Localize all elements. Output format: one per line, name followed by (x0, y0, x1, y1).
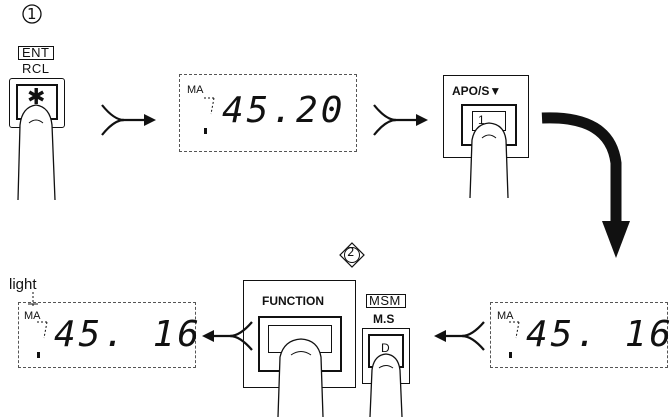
rcl-label: RCL (22, 61, 50, 76)
pressing-finger-icon (365, 350, 407, 417)
curved-down-arrow-icon (538, 103, 638, 261)
pressing-finger-icon (12, 95, 62, 200)
light-indicator-icon (26, 292, 40, 308)
step-1-number: 1 (27, 5, 37, 23)
function-label: FUNCTION (262, 294, 324, 308)
light-label: light (9, 276, 37, 293)
minus-segment-icon (34, 318, 52, 362)
ent-label: ENT (22, 45, 50, 60)
pressing-finger-icon (270, 335, 332, 417)
display-value: 45. 16 (54, 314, 202, 355)
step-2-number: 2 (347, 245, 355, 259)
right-arrow-icon (372, 103, 430, 137)
left-arrow-icon (432, 320, 486, 352)
minus-segment-icon (200, 94, 220, 138)
apo-label: APO/S▼ (452, 84, 501, 98)
right-arrow-icon (100, 103, 158, 137)
msm-label: MSM (369, 293, 401, 308)
display-value: 45.20 (222, 90, 345, 131)
ms-label: M.S (373, 312, 394, 326)
display-value: 45. 16 (526, 314, 670, 355)
minus-segment-icon (506, 318, 524, 362)
pressing-finger-icon (464, 118, 516, 198)
